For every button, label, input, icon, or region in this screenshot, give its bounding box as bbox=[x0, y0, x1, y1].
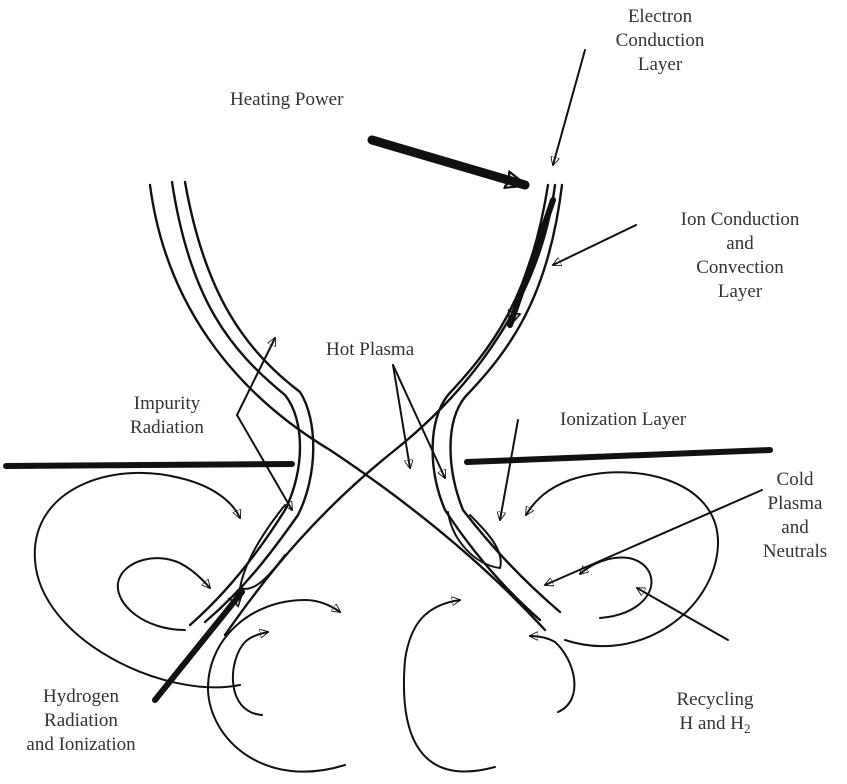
recycling-line2: H and H2 bbox=[665, 712, 765, 737]
impurity-radiation-pointers bbox=[237, 338, 292, 510]
ion-conduction-pointer bbox=[553, 225, 636, 265]
right-loop-bottom-large bbox=[404, 600, 495, 771]
recycling-label: Recycling H and H2 bbox=[665, 688, 765, 737]
cold-plasma-pointer bbox=[545, 490, 762, 585]
hydrogen-radiation-pointer bbox=[155, 592, 242, 700]
ionization-layer-label: Ionization Layer bbox=[560, 408, 686, 432]
divertor-plates bbox=[6, 450, 770, 466]
left-loop-large bbox=[35, 473, 240, 687]
hot-plasma-pointers bbox=[393, 365, 445, 478]
impurity-radiation-label: Impurity Radiation bbox=[102, 392, 232, 440]
recycling-pointer bbox=[637, 588, 728, 640]
right-flux-line-outer bbox=[433, 185, 548, 620]
heating-power-arrow bbox=[372, 140, 525, 185]
right-loop-bottom-small bbox=[530, 636, 574, 712]
heating-power-label: Heating Power bbox=[230, 88, 343, 112]
right-loop-large bbox=[526, 472, 718, 646]
hot-plasma-label: Hot Plasma bbox=[326, 338, 414, 362]
cold-plasma-label: Cold Plasma and Neutrals bbox=[755, 468, 835, 564]
electron-conduction-label: Electron Conduction Layer bbox=[590, 5, 730, 77]
left-cold-plasma-region bbox=[240, 505, 285, 589]
h2-subscript: 2 bbox=[744, 721, 751, 736]
ionization-layer-pointer bbox=[500, 420, 518, 520]
right-loop-small bbox=[580, 558, 651, 618]
hydrogen-radiation-label: Hydrogen Radiation and Ionization bbox=[6, 685, 156, 757]
left-loop-bottom-small bbox=[233, 632, 268, 715]
electron-conduction-pointer bbox=[553, 50, 585, 165]
left-divertor-plate bbox=[6, 464, 292, 466]
right-flux-line-inner bbox=[451, 185, 563, 612]
ion-conduction-label: Ion Conduction and Convection Layer bbox=[650, 208, 830, 304]
hot-plasma-pointer-right bbox=[393, 365, 445, 478]
hot-plasma-pointer-left bbox=[393, 365, 410, 468]
right-flux-tube bbox=[433, 185, 562, 620]
